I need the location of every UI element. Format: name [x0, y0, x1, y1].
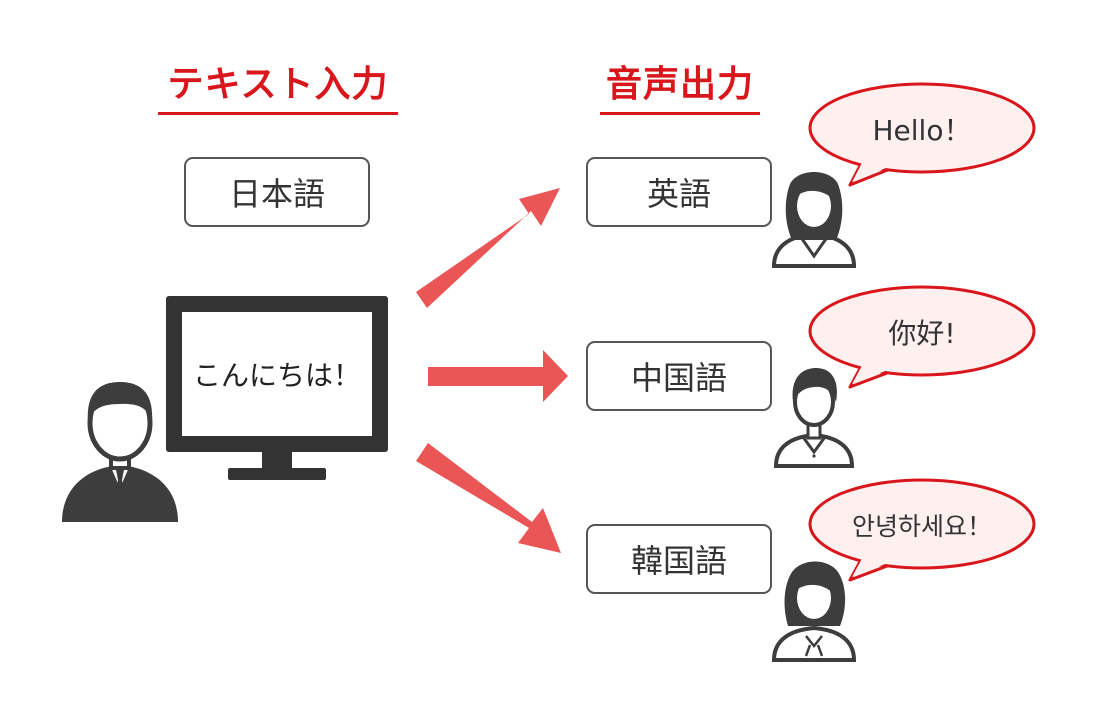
arrow-to-english [416, 188, 560, 308]
arrows [416, 188, 568, 553]
speech-text-chinese: 你好! [888, 317, 956, 350]
output-language-label-english: 英語 [646, 175, 711, 213]
businessman-icon [62, 382, 178, 522]
monitor-icon [166, 296, 388, 480]
monitor-screen-text: こんにちは！ [192, 359, 361, 392]
speech-bubbles [808, 82, 1036, 582]
arrow-to-chinese [428, 350, 568, 402]
text-input-heading: テキスト入力 [158, 62, 398, 115]
speech-bubble-chinese [808, 285, 1036, 389]
arrow-to-korean [416, 443, 561, 553]
audio-output-heading: 音声出力 [600, 62, 760, 115]
woman-bob-hair-icon [771, 561, 857, 662]
speech-text-english: Hello！ [872, 114, 972, 147]
source-language-label: 日本語 [228, 175, 325, 213]
man-icon [773, 368, 855, 468]
output-language-box-english: 英語 [586, 157, 772, 227]
output-language-box-korean: 韓国語 [586, 524, 772, 594]
output-language-box-chinese: 中国語 [586, 341, 772, 411]
speech-bubble-english [808, 82, 1036, 187]
output-language-label-korean: 韓国語 [630, 542, 727, 580]
speech-text-korean: 안녕하세요！ [851, 512, 992, 541]
source-language-box: 日本語 [184, 157, 370, 227]
speech-bubble-korean [808, 478, 1036, 582]
output-language-label-chinese: 中国語 [630, 359, 727, 397]
woman-long-hair-icon [771, 172, 857, 268]
